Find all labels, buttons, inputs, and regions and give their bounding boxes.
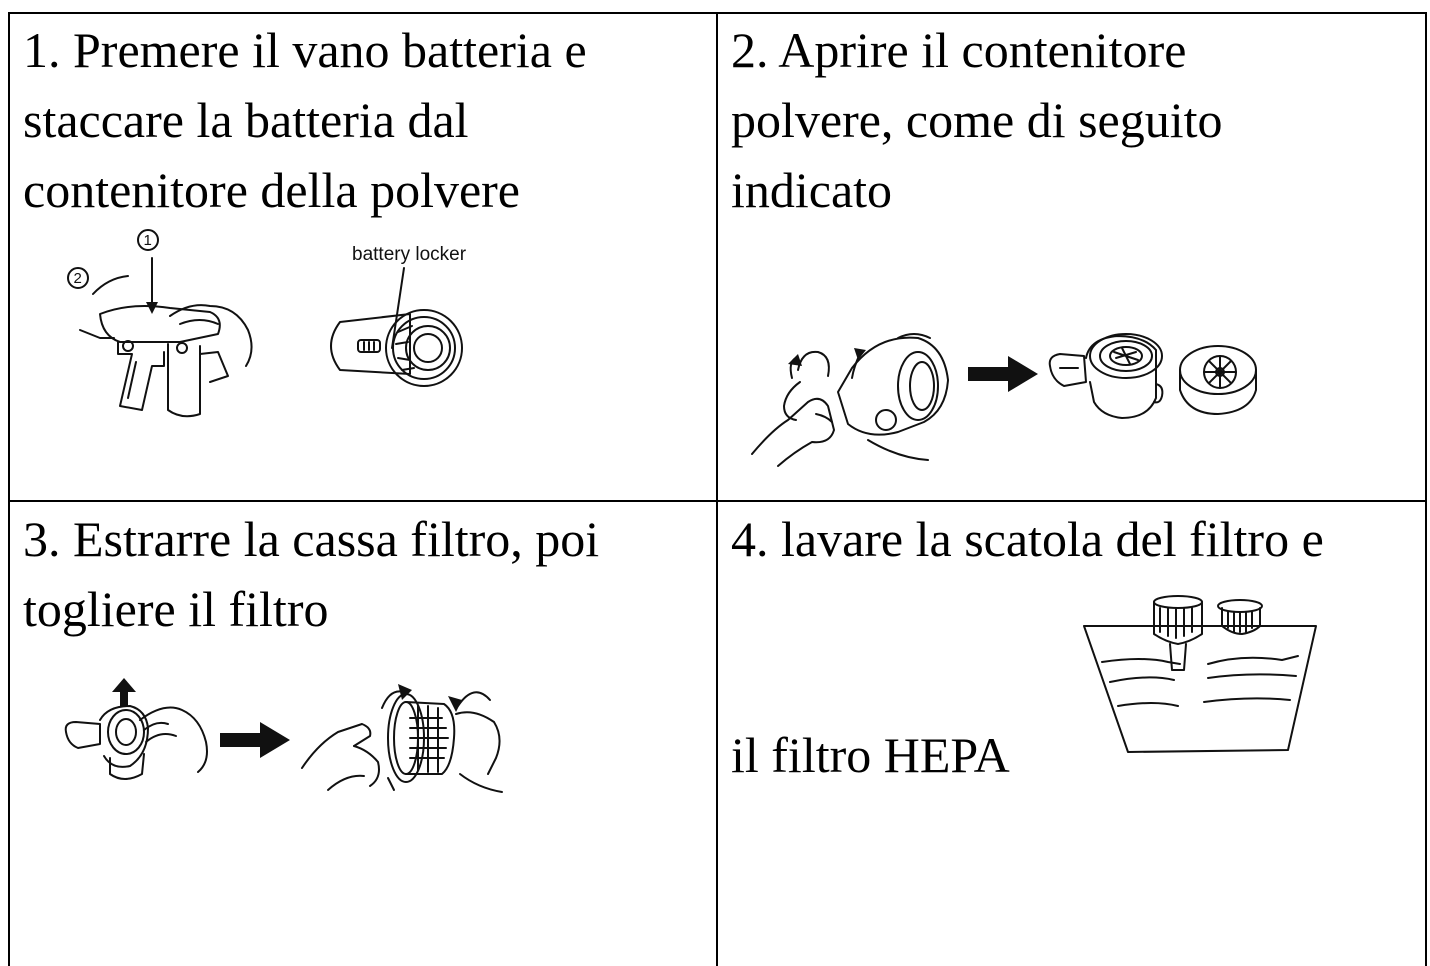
callout-2-label: 2 (74, 270, 82, 287)
step-3-line-1: 3. Estrarre la cassa filtro, poi (23, 511, 600, 567)
water-basin-icon (1082, 590, 1318, 756)
filter-case-pull-icon (60, 678, 210, 790)
table-divider-horizontal (8, 500, 1427, 502)
table-divider-vertical (716, 12, 718, 966)
hand-press-icon: 1 2 (60, 226, 260, 426)
step-1-line-2: staccare la batteria dal (23, 92, 469, 148)
dust-container-icon (1044, 324, 1174, 424)
step-4-cell: 4. lavare la scatola del filtro e il fil… (718, 502, 1425, 966)
table-border-left (8, 12, 10, 966)
open-container-icon (748, 330, 958, 470)
step-2-line-2: polvere, come di seguito (731, 92, 1223, 148)
callout-1-label: 1 (144, 232, 152, 249)
step-3-cell: 3. Estrarre la cassa filtro, poi toglier… (10, 502, 716, 966)
step-2-cell: 2. Aprire il contenitore polvere, come d… (718, 14, 1425, 500)
step-1-line-1: 1. Premere il vano batteria e (23, 22, 587, 78)
battery-locker-icon: battery locker (310, 244, 467, 400)
step-4-line-1: 4. lavare la scatola del filtro e (731, 511, 1324, 567)
filter-cap-icon (1174, 340, 1264, 420)
table-border-right (1425, 12, 1427, 966)
step-2-line-1: 2. Aprire il contenitore (731, 22, 1187, 78)
step-4-line-2: il filtro HEPA (731, 727, 1010, 783)
step-2-line-3: indicato (731, 162, 893, 218)
step-1-cell: 1. Premere il vano batteria e staccare l… (10, 14, 716, 500)
step-1-line-3: contenitore della polvere (23, 162, 520, 218)
filter-removal-icon (298, 684, 508, 804)
step-3-line-2: togliere il filtro (23, 581, 329, 637)
arrow-right-icon (968, 356, 1038, 392)
battery-locker-label: battery locker (352, 244, 467, 265)
arrow-right-icon (220, 722, 290, 758)
